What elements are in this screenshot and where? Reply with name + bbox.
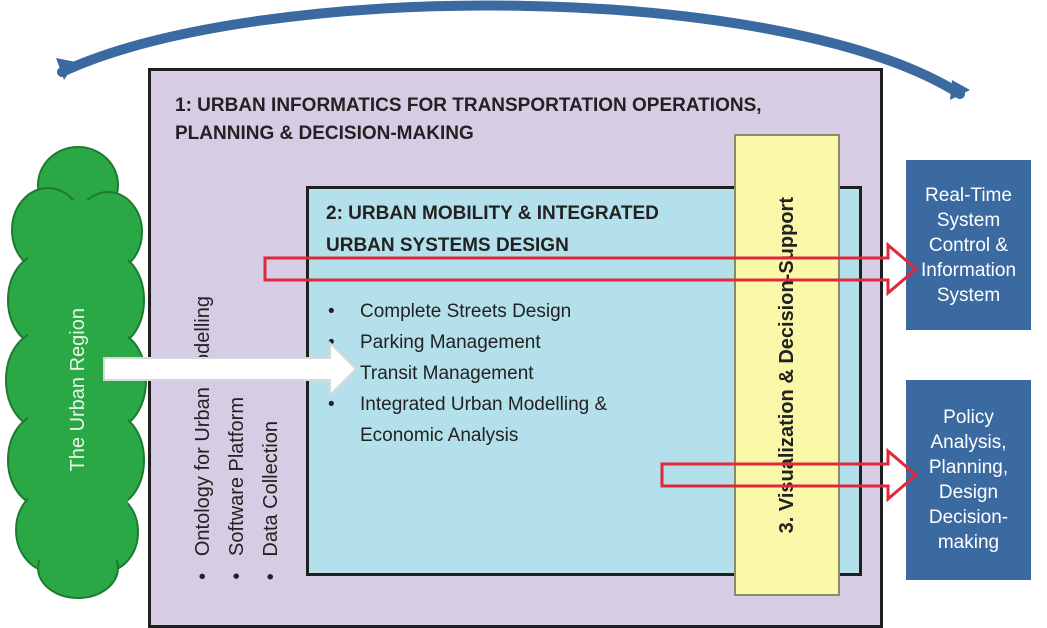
realtime-line: System xyxy=(936,284,1001,306)
policy-analysis-box: Policy Analysis, Planning, Design Decisi… xyxy=(906,380,1031,580)
input-arrow-white xyxy=(103,340,358,398)
inner-list-item-continuation: Economic Analysis xyxy=(360,425,519,446)
outer-box-title: 1: URBAN INFORMATICS FOR TRANSPORTATION … xyxy=(175,92,875,148)
visualization-box: 3. Visualization & Decision-Support xyxy=(734,134,840,596)
outer-title-line1: 1: URBAN INFORMATICS FOR TRANSPORTATION … xyxy=(175,95,762,116)
policy-line: Decision- xyxy=(928,507,1009,528)
realtime-line: System xyxy=(936,209,1001,231)
outer-title-line2: PLANNING & DECISION-MAKING xyxy=(175,123,474,144)
flow-arrows xyxy=(103,241,919,503)
inner-bullet-list: Complete Streets Design Parking Manageme… xyxy=(328,296,748,451)
arc-arrowhead-left xyxy=(56,58,76,80)
realtime-line: Control & xyxy=(928,234,1009,256)
policy-line: Analysis, xyxy=(930,432,1007,453)
policy-line: Design xyxy=(938,482,999,503)
urban-region-cloud xyxy=(5,146,147,599)
feedback-arc xyxy=(56,0,970,100)
output-arrow-realtime xyxy=(263,241,919,297)
inner-list-item: Parking Management xyxy=(328,327,748,358)
policy-line: Policy xyxy=(943,407,994,428)
realtime-control-box: Real-Time System Control & Information S… xyxy=(906,160,1031,330)
top-arc-path xyxy=(57,0,965,99)
realtime-line: Real-Time xyxy=(925,184,1012,206)
inner-title-line1: 2: URBAN MOBILITY & INTEGRATED xyxy=(326,203,659,224)
policy-line: Planning, xyxy=(928,457,1009,478)
output-arrow-policy xyxy=(660,447,919,503)
inner-box-title: 2: URBAN MOBILITY & INTEGRATED URBAN SYS… xyxy=(326,198,746,262)
inner-list-item: Complete Streets Design xyxy=(328,296,748,327)
policy-line: making xyxy=(937,532,1000,553)
arc-arrowhead-right xyxy=(950,80,970,100)
realtime-line: Information xyxy=(920,259,1017,281)
inner-list-item: Integrated Urban Modelling & xyxy=(328,389,748,420)
inner-title-line2: URBAN SYSTEMS DESIGN xyxy=(326,235,569,256)
